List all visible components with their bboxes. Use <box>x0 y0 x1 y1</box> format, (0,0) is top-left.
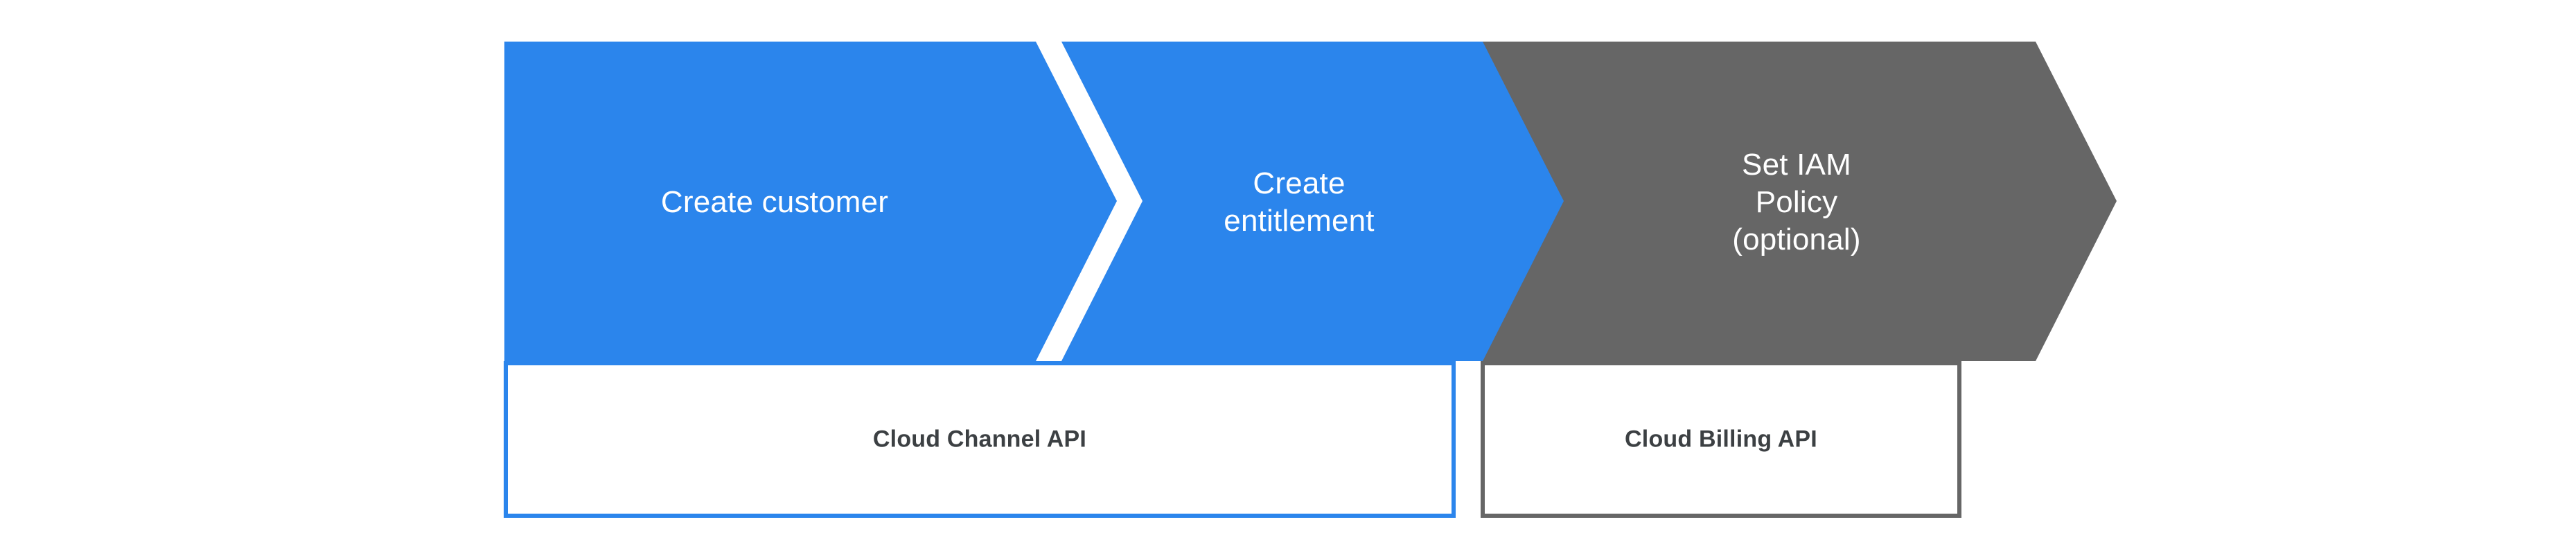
shape-create-customer[interactable] <box>504 42 1117 361</box>
api-box-cloud-billing-api[interactable] <box>1481 361 1961 518</box>
shape-set-iam-policy[interactable] <box>1483 42 2117 361</box>
api-box-cloud-channel-api[interactable] <box>504 361 1456 518</box>
shape-create-entitlement[interactable] <box>1061 42 1595 361</box>
